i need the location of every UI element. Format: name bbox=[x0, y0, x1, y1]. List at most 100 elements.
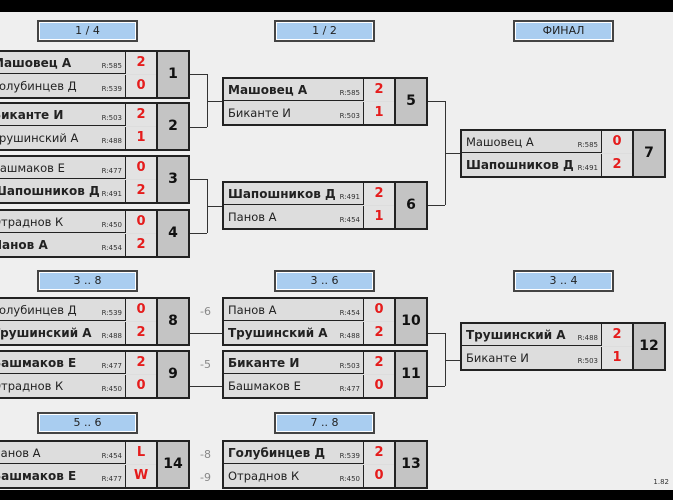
player-score: 0 bbox=[125, 157, 156, 179]
player-score: 2 bbox=[363, 183, 394, 205]
player-name: Трушинский А bbox=[466, 328, 566, 342]
match-number: 11 bbox=[394, 352, 426, 397]
version-label: 1.82 bbox=[653, 478, 669, 486]
player-score: 0 bbox=[125, 299, 156, 321]
player-score: 2 bbox=[125, 52, 156, 74]
match-number: 12 bbox=[632, 324, 664, 369]
player-rating: R:488 bbox=[577, 334, 598, 342]
player-score: 2 bbox=[601, 154, 632, 176]
player-name: Биканте И bbox=[228, 106, 291, 120]
match-number: 2 bbox=[156, 104, 188, 149]
player-name: Панов А bbox=[228, 210, 277, 224]
bracket-canvas: 1 / 4 1 / 2 ФИНАЛ 3 .. 8 3 .. 6 3 .. 4 5… bbox=[0, 12, 673, 490]
connector-line bbox=[428, 386, 445, 387]
player-rating: R:585 bbox=[339, 89, 360, 97]
player-rating: R:503 bbox=[339, 112, 360, 120]
player-name: Башмаков Е bbox=[0, 469, 77, 483]
player-name: Биканте И bbox=[466, 351, 529, 365]
player-rating: R:503 bbox=[101, 114, 122, 122]
connector-line bbox=[190, 127, 207, 128]
match-number: 3 bbox=[156, 157, 188, 202]
player-score: 0 bbox=[125, 375, 156, 397]
player-rating: R:450 bbox=[101, 221, 122, 229]
round-header-7-8: 7 .. 8 bbox=[274, 412, 375, 434]
match-number: 1 bbox=[156, 52, 188, 97]
player-rating: R:491 bbox=[101, 190, 122, 198]
player-rating: R:450 bbox=[339, 475, 360, 483]
player-name: Биканте И bbox=[0, 108, 64, 122]
match-number: 6 bbox=[394, 183, 426, 228]
player-name: Шапошников Д bbox=[228, 187, 336, 201]
player-name: Панов А bbox=[228, 303, 277, 317]
player-score: 0 bbox=[363, 465, 394, 487]
match-number: 8 bbox=[156, 299, 188, 344]
player-rating: R:491 bbox=[339, 193, 360, 201]
round-header-semifinal: 1 / 2 bbox=[274, 20, 375, 42]
player-rating: R:477 bbox=[101, 362, 122, 370]
round-header-final: ФИНАЛ bbox=[513, 20, 614, 42]
match-number: 10 bbox=[394, 299, 426, 344]
player-name: Трушинский А bbox=[0, 326, 92, 340]
connector-line bbox=[190, 74, 207, 75]
connector-line bbox=[190, 179, 207, 180]
player-score: 2 bbox=[363, 322, 394, 344]
player-rating: R:454 bbox=[101, 452, 122, 460]
player-score: 2 bbox=[125, 234, 156, 256]
player-rating: R:488 bbox=[101, 332, 122, 340]
connector-line bbox=[207, 100, 222, 102]
player-name: Отраднов К bbox=[228, 469, 300, 483]
player-name: Панов А bbox=[0, 238, 48, 252]
player-rating: R:454 bbox=[101, 244, 122, 252]
player-rating: R:454 bbox=[339, 216, 360, 224]
seed-label: -6 bbox=[200, 305, 211, 318]
connector-line bbox=[445, 359, 460, 361]
match-number: 7 bbox=[632, 131, 664, 176]
player-score: 1 bbox=[125, 127, 156, 149]
seed-label: -5 bbox=[200, 358, 211, 371]
player-score: 0 bbox=[363, 299, 394, 321]
player-rating: R:539 bbox=[101, 85, 122, 93]
